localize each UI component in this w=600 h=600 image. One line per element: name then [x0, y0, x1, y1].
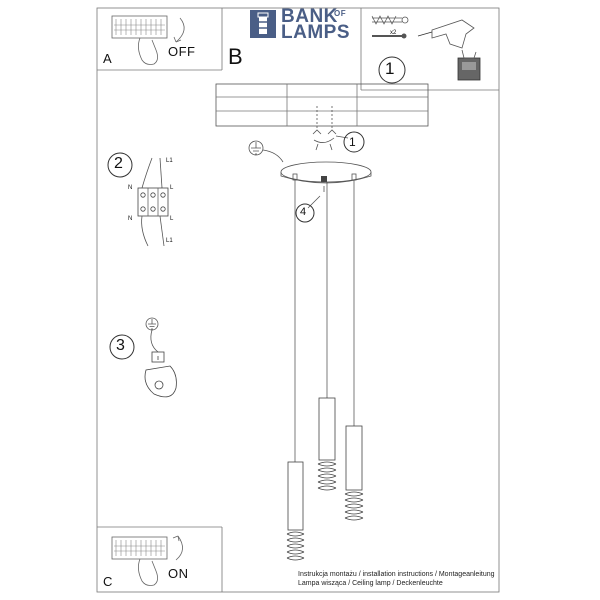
ground-connection-illustration — [144, 317, 177, 398]
wire-label-l-bottom: L — [170, 216, 174, 222]
page-frame — [96, 7, 500, 593]
terminal-block-wiring — [137, 157, 169, 247]
logo-word-lamps: LAMPS — [281, 22, 350, 43]
step-3-number: 3 — [116, 337, 125, 354]
power-drill-icon — [417, 19, 481, 81]
ground-symbol-icon — [248, 140, 284, 163]
fuse-box-off-illustration — [111, 15, 185, 65]
footer-instructions-title: Instrukcja montażu / installation instru… — [298, 571, 495, 578]
step-4-badge — [295, 203, 315, 223]
logo-lighthouse-icon — [250, 10, 276, 38]
logo-word-bank: BANK — [281, 6, 338, 27]
pendant-cables — [294, 180, 355, 462]
step-4-number: 4 — [300, 206, 307, 218]
wire-label-n-bottom: N — [128, 216, 133, 222]
callout-1-number: 1 — [349, 135, 356, 149]
pendant-lamp-left — [286, 461, 305, 561]
step-1-number: 1 — [385, 59, 395, 78]
panel-a-letter: A — [103, 51, 112, 66]
step-1-badge — [378, 56, 406, 84]
step-2-number: 2 — [114, 155, 123, 172]
panel-b-letter: B — [228, 44, 243, 69]
on-caption: ON — [168, 566, 189, 581]
wall-plugs-screws-illustration — [371, 15, 409, 39]
callout-1-badge — [343, 131, 365, 153]
logo-word-of: OF — [334, 9, 347, 18]
wire-label-l1-top: L1 — [166, 158, 173, 164]
hardware-quantity: x2 — [390, 30, 397, 36]
fuse-box-on-illustration — [111, 535, 183, 586]
wire-label-n-top: N — [128, 185, 133, 191]
pendant-lamp-middle — [317, 397, 337, 491]
step-3-badge — [109, 334, 135, 360]
step-2-badge — [107, 152, 133, 178]
off-caption: OFF — [168, 44, 196, 59]
footer-product-type: Lampa wisząca / Ceiling lamp / Deckenleu… — [298, 580, 443, 587]
pendant-lamp-right — [344, 425, 364, 521]
ceiling-canopy — [280, 161, 372, 209]
panel-c-letter: C — [103, 574, 113, 589]
mounting-screws — [312, 106, 349, 151]
ceiling-bracket-drawing — [215, 83, 429, 127]
wire-label-l-top: L — [170, 185, 174, 191]
wire-label-l1-bottom: L1 — [166, 238, 173, 244]
